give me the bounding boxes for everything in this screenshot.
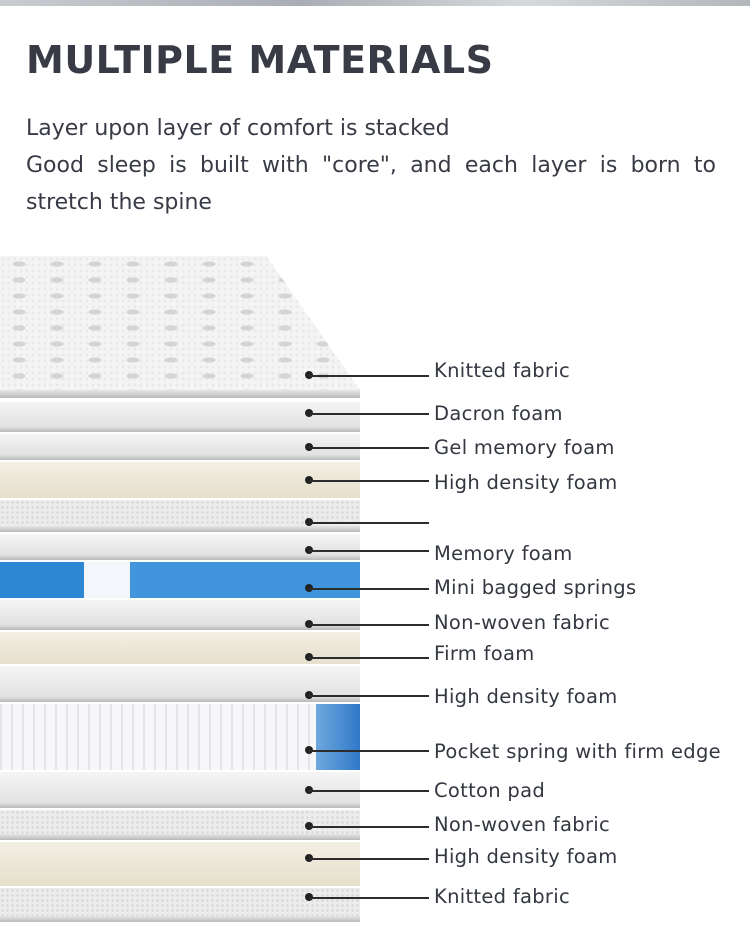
layer-high-density-foam-3	[0, 842, 360, 886]
label-high-density-foam-3: High density foam	[434, 845, 618, 868]
callout-leader-line	[309, 657, 429, 659]
layer-dacron-foam	[0, 402, 360, 432]
layer-firm-foam	[0, 632, 360, 664]
layer-pocket-spring-firm-edge	[0, 704, 360, 770]
page-title: MULTIPLE MATERIALS	[26, 38, 494, 82]
callout-leader-line	[309, 447, 429, 449]
callout-leader-line	[309, 522, 429, 524]
callout-leader-line	[309, 750, 429, 752]
label-memory-foam: Memory foam	[434, 542, 573, 565]
callout-leader-line	[309, 695, 429, 697]
label-non-woven-fabric-2: Non-woven fabric	[434, 813, 611, 836]
label-cotton-pad: Cotton pad	[434, 779, 546, 802]
callout-leader-line	[309, 375, 429, 377]
layer-non-woven-fabric-1	[0, 600, 360, 630]
callout-leader-line	[309, 480, 429, 482]
label-non-woven-fabric-1: Non-woven fabric	[434, 611, 611, 634]
label-mini-bagged-springs: Mini bagged springs	[434, 576, 637, 599]
callout-leader-line	[309, 413, 429, 415]
label-high-density-foam-1: High density foam	[434, 471, 618, 494]
layer-high-density-foam-1	[0, 462, 360, 498]
layer-cotton-pad	[0, 772, 360, 808]
intro-line-1: Layer upon layer of comfort is stacked	[26, 116, 450, 141]
top-banner-strip	[0, 0, 750, 6]
layer-knitted-fabric-top	[0, 256, 360, 398]
label-dacron-foam: Dacron foam	[434, 402, 563, 425]
layer-mini-bagged-springs	[0, 562, 360, 598]
callout-leader-line	[309, 588, 429, 590]
layer-non-woven-fabric-2	[0, 810, 360, 840]
layer-knitted-fabric-bottom	[0, 888, 360, 922]
callout-leader-line	[309, 790, 429, 792]
intro-line-3: stretch the spine	[26, 190, 212, 215]
layer-gel-memory-foam	[0, 434, 360, 460]
callout-leader-line	[309, 550, 429, 552]
layer-memory-foam	[0, 534, 360, 560]
intro-text: Layer upon layer of comfort is stacked G…	[26, 110, 716, 221]
label-knitted-fabric-bottom: Knitted fabric	[434, 885, 570, 908]
intro-line-2: Good sleep is built with "core", and eac…	[26, 153, 716, 178]
label-gel-memory-foam: Gel memory foam	[434, 436, 615, 459]
callout-leader-line	[309, 624, 429, 626]
label-knitted-fabric-top: Knitted fabric	[434, 359, 570, 382]
callout-leader-line	[309, 897, 429, 899]
label-firm-foam: Firm foam	[434, 642, 535, 665]
layer-high-density-foam-2	[0, 666, 360, 702]
callout-leader-line	[309, 858, 429, 860]
label-pocket-spring-firm-edge: Pocket spring with firm edge	[434, 740, 721, 763]
mattress-cross-section	[0, 256, 360, 922]
callout-leader-line	[309, 826, 429, 828]
layer-mesh-foam	[0, 500, 360, 532]
label-high-density-foam-2: High density foam	[434, 685, 618, 708]
